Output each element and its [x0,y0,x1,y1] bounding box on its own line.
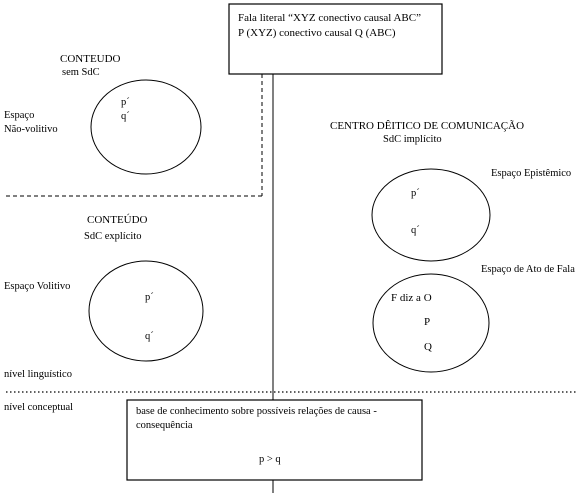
top-box-line-2: P (XYZ) conectivo causal Q (ABC) [238,27,396,39]
volitive-label: Espaço Volitivo [4,281,70,292]
non-volitive-p: p´ [121,97,130,108]
deictic-center-subtitle: SdC implícito [383,134,442,145]
deictic-center-title: CENTRO DÊITICO DE COMUNICAÇÃO [330,120,524,132]
bottom-box [126,399,423,481]
left-lower-title: CONTEÚDO [87,214,148,226]
speech-act-line-3: Q [424,341,432,353]
non-volitive-space-circle [90,79,202,175]
bottom-box-line-1: base de conhecimento sobre possíveis rel… [136,406,377,417]
left-upper-title: CONTEUDO [60,53,121,65]
epistemic-p: p´ [411,188,420,199]
non-volitive-q: q´ [121,111,130,122]
epistemic-space-circle [371,168,491,262]
volitive-space-circle [88,260,204,362]
epistemic-label: Espaço Epistêmico [491,168,571,179]
speech-act-line-1: F diz a O [391,292,432,304]
speech-act-label: Espaço de Ato de Fala [481,264,575,275]
non-volitive-label-1: Espaço [4,110,34,121]
bottom-box-formula: p > q [259,454,281,465]
top-box-line-1: Fala literal “XYZ conectivo causal ABC” [238,12,421,24]
speech-act-space-circle [372,273,490,373]
non-volitive-label-2: Não-volitivo [4,124,58,135]
speech-act-line-2: P [424,316,430,328]
volitive-q: q´ [145,331,154,342]
conceptual-level-label: nível conceptual [4,402,73,413]
left-lower-subtitle: SdC explícito [84,231,141,242]
top-box [228,3,443,75]
left-upper-subtitle: sem SdC [62,67,100,78]
linguistic-level-label: nível linguístico [4,369,72,380]
epistemic-q: q´ [411,225,420,236]
volitive-p: p´ [145,292,154,303]
bottom-box-line-2: consequência [136,420,193,431]
